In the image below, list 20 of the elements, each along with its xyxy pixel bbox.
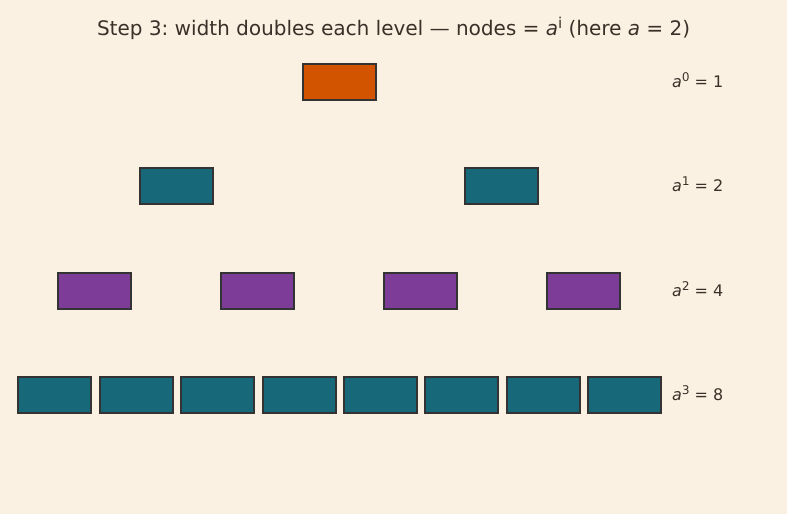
level-node-box [17,376,92,414]
level-node-box [99,376,174,414]
level-node-box [139,167,214,205]
level-node-box [587,376,662,414]
level-node-box [180,376,255,414]
level-node-box [343,376,418,414]
diagram-title: Step 3: width doubles each level — nodes = a$^{i}$ (here a = 2) [96,14,692,42]
level-node-box [57,272,132,310]
level-node-box [220,272,295,310]
level-count-label: a$^{2}$ = 4 [672,280,724,302]
level-node-box [383,272,458,310]
level-node-box [546,272,621,310]
level-node-box [302,63,377,101]
level-count-label: a$^{0}$ = 1 [672,71,724,93]
level-count-label: a$^{3}$ = 8 [672,384,724,406]
level-node-box [262,376,337,414]
level-count-label: a$^{1}$ = 2 [672,175,724,197]
level-node-box [506,376,581,414]
level-node-box [464,167,539,205]
level-node-box [424,376,499,414]
